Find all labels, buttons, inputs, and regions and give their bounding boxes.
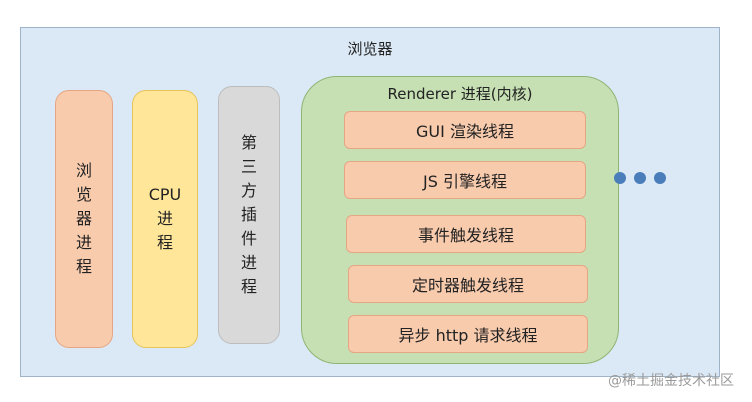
ellipsis-dot (614, 172, 626, 184)
plugin-process-char: 方 (240, 181, 257, 200)
browser-process-char: 器 (75, 209, 92, 228)
plugin-process-char: 件 (240, 229, 257, 248)
plugin-process-box: 第 三 方 插 件 进 程 (218, 86, 280, 344)
gui-render-thread: GUI 渲染线程 (344, 111, 586, 149)
plugin-process-char: 程 (240, 277, 257, 296)
timer-trigger-thread: 定时器触发线程 (348, 265, 588, 303)
plugin-process-char: 三 (240, 157, 257, 176)
plugin-process-char: 进 (240, 253, 257, 272)
more-processes-ellipsis (614, 172, 666, 184)
browser-process-char: 程 (75, 257, 92, 276)
ellipsis-dot (634, 172, 646, 184)
plugin-process-char: 插 (240, 205, 257, 224)
renderer-process-box: Renderer 进程(内核) GUI 渲染线程 JS 引擎线程 事件触发线程 … (301, 76, 619, 364)
cpu-process-char: 程 (156, 233, 173, 252)
js-engine-thread: JS 引擎线程 (344, 161, 586, 199)
ellipsis-dot (654, 172, 666, 184)
browser-process-char: 进 (75, 233, 92, 252)
browser-container: 浏览器 浏 览 器 进 程 CPU 进 程 第 三 方 插 件 进 程 Rend… (20, 27, 720, 377)
cpu-process-char: CPU (148, 185, 182, 204)
browser-title: 浏览器 (347, 40, 393, 58)
watermark: @稀土掘金技术社区 (608, 373, 734, 389)
plugin-process-char: 第 (240, 133, 257, 152)
renderer-title: Renderer 进程(内核) (387, 85, 533, 103)
cpu-process-box: CPU 进 程 (132, 90, 198, 348)
cpu-process-char: 进 (156, 209, 173, 228)
browser-process-char: 浏 (75, 161, 92, 180)
browser-process-box: 浏 览 器 进 程 (55, 90, 113, 348)
browser-process-char: 览 (75, 185, 92, 204)
async-http-thread: 异步 http 请求线程 (348, 315, 588, 353)
event-trigger-thread: 事件触发线程 (346, 215, 586, 253)
